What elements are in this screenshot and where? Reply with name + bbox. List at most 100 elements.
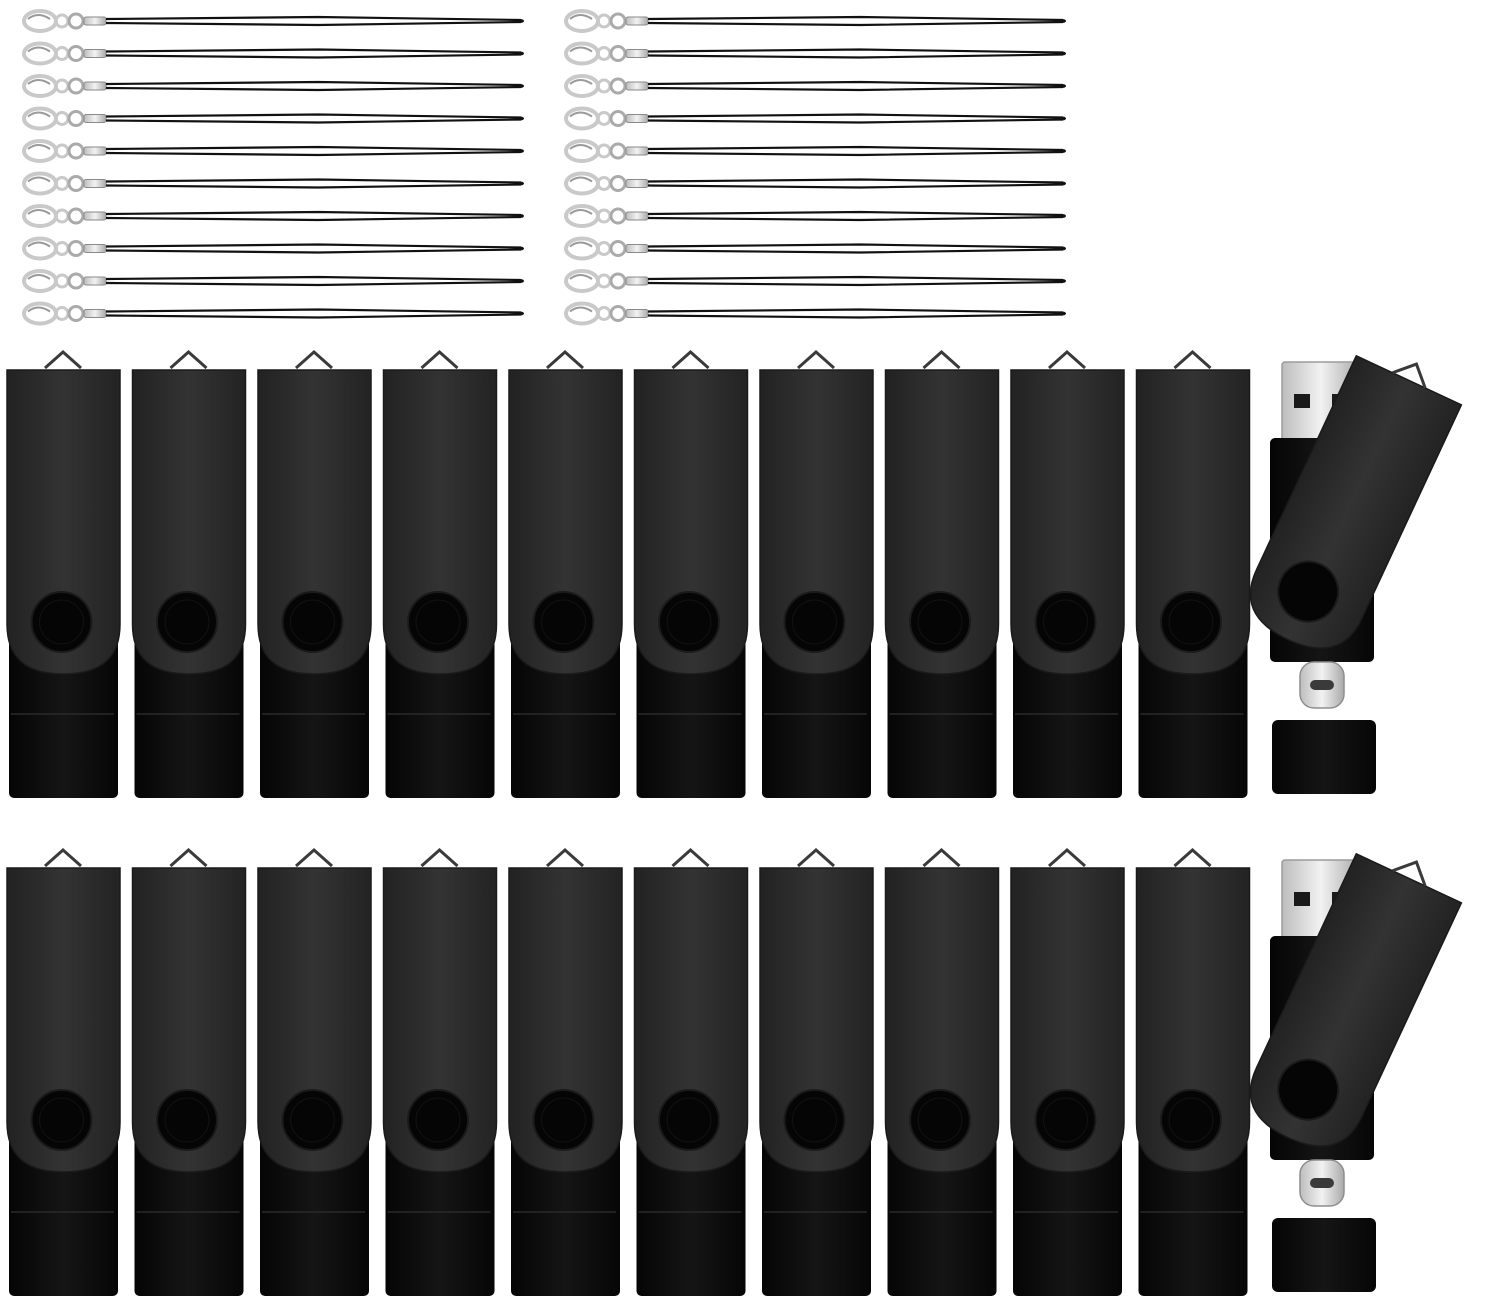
cord-crimp (625, 309, 649, 318)
cord-crimp (625, 49, 649, 58)
swivel-cover (257, 369, 372, 675)
flash-drive-closed (633, 847, 749, 1296)
lobster-clasp-icon (564, 106, 627, 131)
pivot-button (1034, 591, 1097, 653)
flash-drive-closed (382, 847, 498, 1296)
lanyard (564, 269, 1066, 293)
swivel-cover (884, 867, 1000, 1173)
lanyard-loop (1392, 860, 1427, 887)
drive-row-top (6, 349, 1463, 798)
flash-drive-closed (131, 847, 247, 1296)
cord-strand (105, 85, 522, 92)
cord-crimp (83, 244, 107, 253)
lobster-clasp-icon (564, 301, 627, 326)
lanyard (564, 106, 1066, 131)
lanyard (22, 301, 524, 326)
cord-crimp (83, 114, 107, 123)
lanyard (564, 9, 1066, 33)
cord-strand (105, 53, 522, 59)
lanyard (22, 236, 524, 261)
lanyard (564, 301, 1066, 326)
cord-strand (105, 80, 522, 87)
usb-c-connector-icon (1299, 661, 1345, 709)
pivot-button (909, 591, 971, 653)
lanyard-loop (797, 847, 835, 868)
cord-crimp (625, 16, 649, 26)
connector-cap (1272, 1218, 1376, 1292)
lanyard-loop (797, 349, 835, 370)
cord-strand (105, 313, 522, 319)
lanyard (22, 106, 524, 131)
lanyard (564, 171, 1066, 196)
swivel-cover (759, 369, 874, 675)
cord-strand (647, 178, 1064, 184)
swivel-cover (759, 867, 874, 1173)
pivot-button (1277, 560, 1340, 623)
lobster-clasp-icon (564, 139, 627, 163)
lobster-clasp-icon (22, 139, 85, 163)
swivel-cover (257, 867, 372, 1173)
pivot-button (281, 1089, 344, 1151)
pivot-button (30, 591, 93, 653)
cord-strand (647, 313, 1064, 319)
flash-drive-closed (633, 349, 749, 798)
cord-crimp (625, 179, 649, 188)
flash-drive-closed (884, 847, 1000, 1296)
cord-crimp (83, 146, 107, 156)
lobster-clasp-icon (22, 171, 85, 196)
swivel-cover (382, 369, 498, 675)
lanyard-group-left (22, 9, 524, 326)
cord-strand (105, 178, 522, 184)
usb-c-connector-icon (1299, 1159, 1345, 1207)
swivel-cover (6, 369, 121, 675)
cord-strand (647, 80, 1064, 87)
cord-crimp (625, 211, 649, 221)
flash-drive-closed (257, 349, 372, 798)
cord-strand (105, 243, 522, 249)
cord-crimp (625, 244, 649, 253)
lanyard-loop (420, 349, 459, 370)
swivel-cover (1135, 867, 1251, 1173)
pivot-button (1160, 591, 1222, 653)
lanyard-loop (169, 349, 208, 370)
lanyard-loop (295, 847, 333, 868)
lanyard-group-right (564, 9, 1066, 326)
pivot-button (1034, 1089, 1097, 1151)
cord-strand (647, 15, 1064, 22)
lanyard (564, 74, 1066, 98)
flash-drive-closed (1135, 349, 1251, 798)
lanyard-loop (1173, 847, 1212, 868)
lanyard (564, 139, 1066, 163)
pivot-button (407, 1089, 469, 1151)
lobster-clasp-icon (22, 9, 85, 33)
lobster-clasp-icon (22, 41, 85, 66)
cord-strand (647, 243, 1064, 249)
cord-strand (105, 275, 522, 282)
lanyard-loop (1048, 847, 1086, 868)
swivel-cover (1249, 354, 1463, 649)
pivot-button (1277, 1058, 1340, 1121)
lobster-clasp-icon (564, 9, 627, 33)
cord-strand (105, 48, 522, 54)
cord-strand (105, 210, 522, 217)
cord-crimp (83, 81, 107, 91)
flash-drive-closed (382, 349, 498, 798)
swivel-cover (508, 369, 623, 675)
lanyard-groups (22, 9, 1066, 326)
lobster-clasp-icon (564, 236, 627, 261)
flash-drive-closed (508, 349, 623, 798)
cord-strand (647, 308, 1064, 314)
swivel-cover (1010, 369, 1125, 675)
lobster-clasp-icon (564, 41, 627, 66)
lobster-clasp-icon (564, 171, 627, 196)
cord-strand (105, 183, 522, 189)
lanyard (22, 74, 524, 98)
cord-strand (647, 210, 1064, 217)
lanyard-loop (295, 349, 333, 370)
cord-strand (647, 20, 1064, 27)
cord-strand (647, 48, 1064, 54)
cord-crimp (83, 276, 107, 286)
cord-strand (105, 118, 522, 124)
